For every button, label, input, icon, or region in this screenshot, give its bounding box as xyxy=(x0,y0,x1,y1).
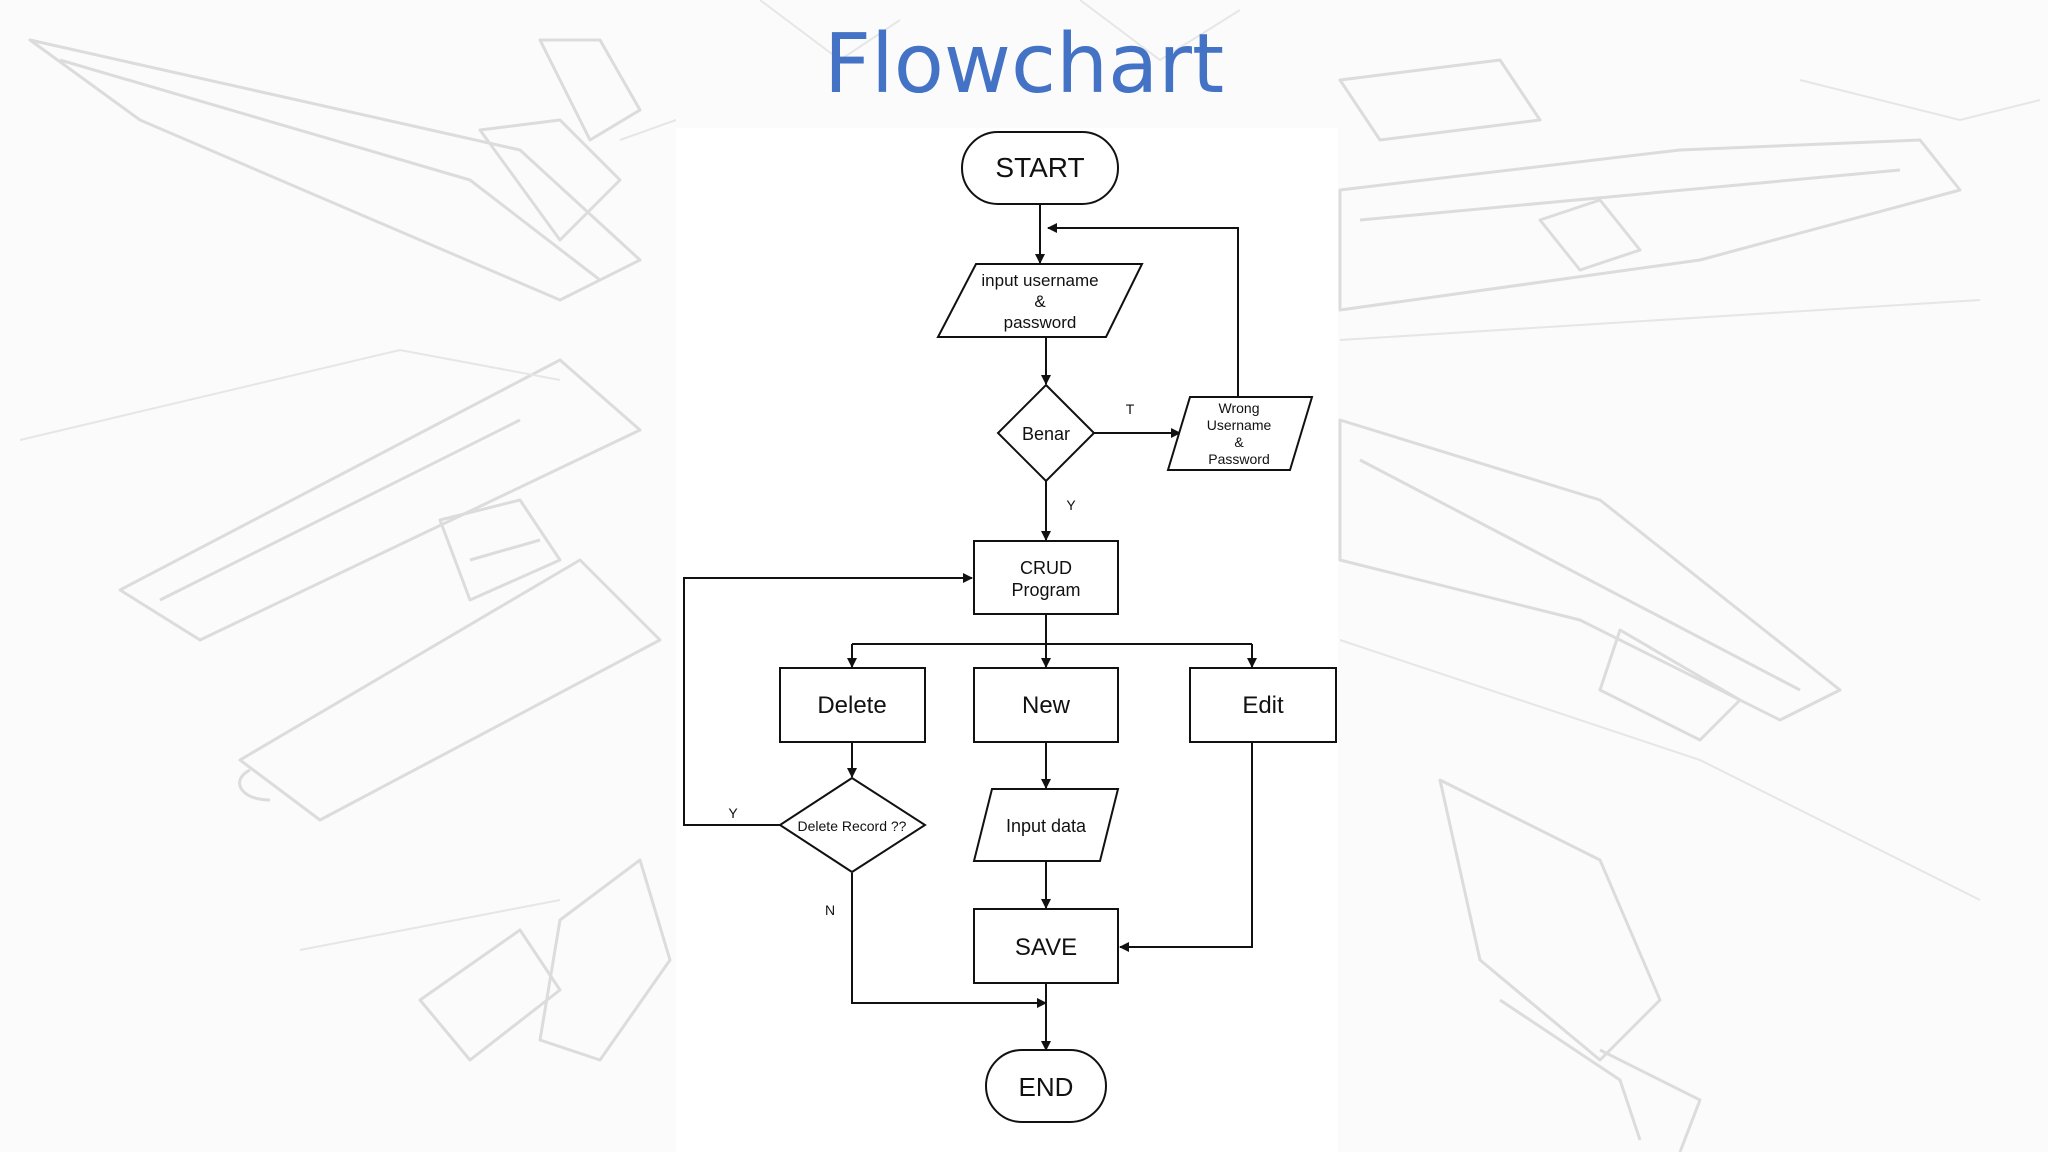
edge-label-benar-true: Y xyxy=(1066,497,1076,513)
end-node: END xyxy=(985,1049,1107,1123)
save-label: SAVE xyxy=(1015,934,1077,961)
edge-edit-to-save xyxy=(1119,742,1253,952)
input-credentials-node: input username & password xyxy=(936,263,1144,338)
end-label: END xyxy=(1019,1072,1074,1102)
wrong-credentials-node: Wrong Username & Password xyxy=(1166,396,1314,471)
flowchart-edges xyxy=(683,204,1257,1051)
save-node: SAVE xyxy=(973,908,1119,984)
crud-program-line-2: Program xyxy=(1011,580,1080,600)
wrong-credentials-line-2: Username xyxy=(1207,417,1272,433)
wrong-credentials-line-3: & xyxy=(1234,434,1244,450)
edge-record-no-to-end xyxy=(851,873,1047,1008)
input-data-label: Input data xyxy=(1006,816,1087,836)
input-data-node: Input data xyxy=(972,788,1120,862)
input-credentials-line-2: & xyxy=(1034,292,1046,311)
edge-record-yes-to-crud xyxy=(683,573,973,826)
delete-record-decision-node: Delete Record ?? xyxy=(778,776,927,874)
input-credentials-line-3: password xyxy=(1004,313,1077,332)
new-label: New xyxy=(1022,692,1071,719)
benar-decision-node: Benar xyxy=(996,383,1096,483)
sketch-right-wing xyxy=(1338,58,2041,1152)
delete-label: Delete xyxy=(817,692,886,719)
edge-label-benar-false: T xyxy=(1126,401,1135,417)
crud-program-line-1: CRUD xyxy=(1020,558,1072,578)
delete-node: Delete xyxy=(779,667,926,743)
edit-node: Edit xyxy=(1189,667,1337,743)
input-credentials-line-1: input username xyxy=(981,271,1098,290)
benar-label: Benar xyxy=(1022,424,1070,444)
edge-label-delete-yes: Y xyxy=(728,805,738,821)
edit-label: Edit xyxy=(1242,692,1284,719)
crud-program-node: CRUD Program xyxy=(973,540,1119,615)
wrong-credentials-line-4: Password xyxy=(1208,451,1269,467)
start-node: START xyxy=(961,131,1119,205)
new-node: New xyxy=(973,667,1119,743)
edge-label-delete-no: N xyxy=(825,902,835,918)
delete-record-label: Delete Record ?? xyxy=(798,818,907,834)
start-label: START xyxy=(995,152,1084,183)
sketch-left-wing xyxy=(19,0,1241,1062)
wrong-credentials-line-1: Wrong xyxy=(1219,400,1260,416)
edge-wrong-to-input-loop xyxy=(1047,223,1239,397)
slide-title: Flowchart xyxy=(823,17,1225,112)
